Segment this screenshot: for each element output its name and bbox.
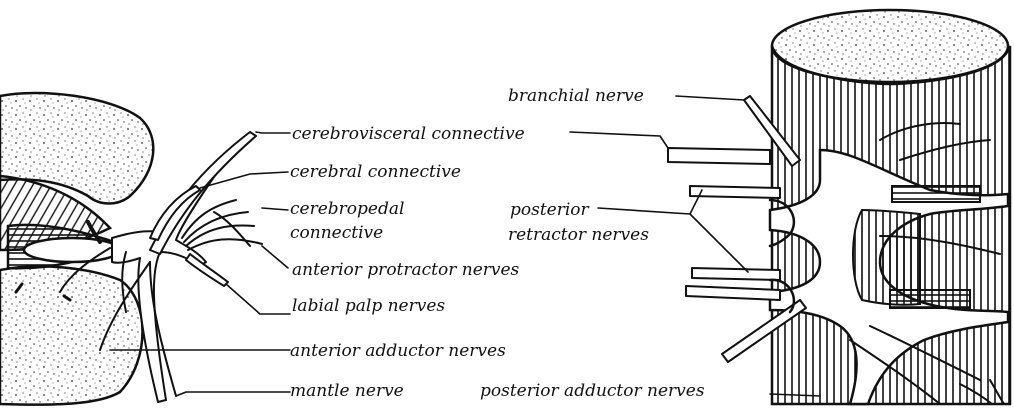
label-cerebropedal-line1: cerebropedal [290,199,404,219]
label-cerebral-connective: cerebral connective [290,162,461,182]
label-branchial-nerve: branchial nerve [508,86,644,106]
cerebrovisceral-stub [668,148,770,164]
label-posterior-retractor-line2: retractor nerves [508,225,649,245]
right-anatomy [770,10,1010,404]
labels: cerebrovisceral connective cerebral conn… [290,86,705,401]
label-posterior-retractor-line1: posterior [510,200,590,220]
left-anatomy [0,93,262,405]
adductor-stub-lower [686,286,780,300]
retractor-stub-upper [690,186,780,198]
label-anterior-protractor-nerves: anterior protractor nerves [292,260,520,280]
retractor-stub-lower [692,268,780,280]
label-labial-palp-nerves: labial palp nerves [292,296,445,316]
label-cerebropedal-line2: connective [290,223,383,243]
label-mantle-nerve: mantle nerve [290,381,404,401]
label-posterior-adductor-nerves: posterior adductor nerves [480,381,705,401]
labial-palp-nerve [186,254,228,286]
label-anterior-adductor-nerves: anterior adductor nerves [290,341,506,361]
label-cerebrovisceral-connective: cerebrovisceral connective [292,124,525,144]
